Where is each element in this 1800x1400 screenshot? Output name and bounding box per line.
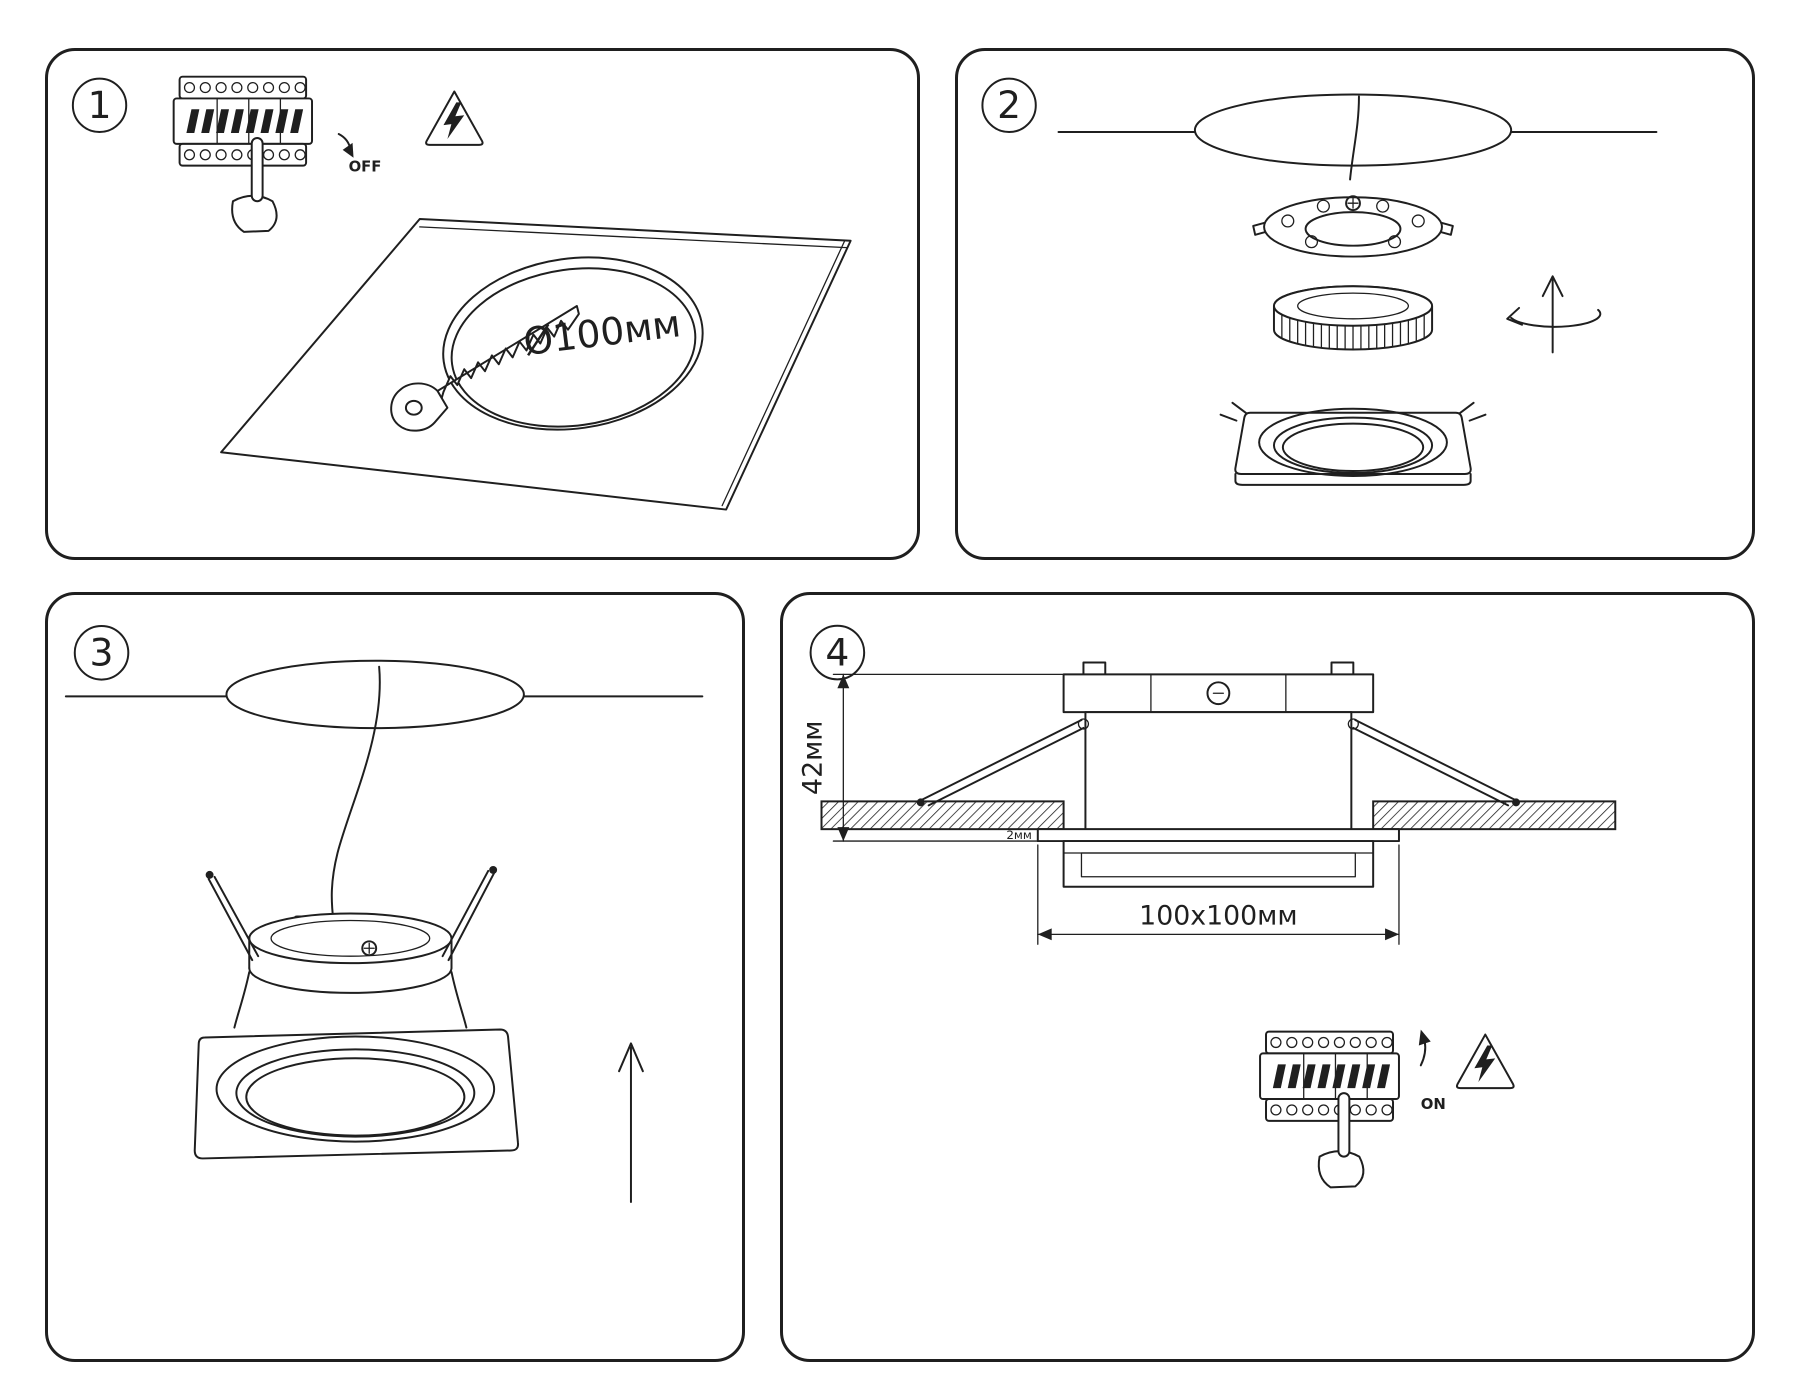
gu10-lamp-icon	[1272, 285, 1434, 351]
pointing-hand-icon	[1317, 1092, 1365, 1189]
cutout-dimension: 100x100мм	[1037, 844, 1400, 945]
step-4-panel: 4	[780, 592, 1755, 1362]
step-1-panel: 1 OFF	[45, 48, 920, 560]
cutout-dimension-label: 100x100мм	[1139, 900, 1297, 931]
trim-flange	[1036, 828, 1400, 843]
step-2-panel: 2	[955, 48, 1755, 560]
step-number: 4	[825, 630, 849, 674]
step-number: 2	[997, 83, 1021, 127]
height-dimension-label: 42мм	[798, 720, 829, 794]
mounting-ring	[1252, 195, 1454, 258]
power-cable	[1349, 95, 1360, 181]
spring-clips	[916, 718, 1521, 807]
pointing-hand-icon	[231, 136, 278, 233]
power-off-label: OFF	[349, 159, 382, 176]
keyhole-saw-icon	[390, 304, 580, 432]
hole-cutout	[442, 256, 704, 431]
step-number-badge: 3	[73, 625, 130, 681]
electric-shock-warning-icon	[425, 90, 484, 146]
cross-section: 42мм 2мм 100x100мм	[798, 661, 1617, 945]
ceiling-hatch-left	[820, 800, 1065, 831]
step-3-drawing: 3	[64, 625, 704, 1204]
step-2-drawing: 2	[981, 77, 1658, 486]
up-arrow-icon	[1541, 275, 1564, 354]
up-arrow-icon	[618, 1042, 644, 1204]
step-number-badge: 4	[809, 624, 866, 681]
electric-shock-warning-icon	[1455, 1033, 1515, 1090]
ceiling-hole	[64, 659, 704, 730]
circuit-breaker-icon	[172, 75, 314, 233]
downlight-fixture	[193, 865, 520, 1160]
spring-clip	[1219, 401, 1487, 422]
height-dimension: 42мм	[798, 673, 1065, 842]
step-number: 3	[90, 631, 114, 675]
step-1-drawing: 1 OFF	[71, 75, 852, 511]
ceiling-hole	[1057, 93, 1658, 167]
power-on-label: ON	[1421, 1095, 1446, 1113]
rotate-arrow-icon	[1506, 306, 1602, 328]
power-cable	[330, 665, 381, 924]
downlight-trim	[1219, 401, 1487, 486]
step-number: 1	[88, 83, 112, 127]
step-4-drawing: 4	[798, 624, 1617, 1189]
breaker-switches	[186, 109, 304, 134]
step-3-panel: 3	[45, 592, 745, 1362]
circuit-breaker-icon	[1259, 1030, 1400, 1189]
edge-thickness-label: 2мм	[1006, 828, 1032, 842]
housing-body	[1084, 711, 1353, 833]
power-off-arrow-icon	[337, 133, 354, 158]
step-number-badge: 1	[71, 77, 128, 134]
trim-face	[1062, 840, 1375, 888]
power-on-arrow-icon	[1418, 1029, 1431, 1067]
breaker-switches	[1272, 1064, 1391, 1089]
step-number-badge: 2	[981, 77, 1037, 134]
ceiling-hatch-right	[1372, 800, 1617, 831]
